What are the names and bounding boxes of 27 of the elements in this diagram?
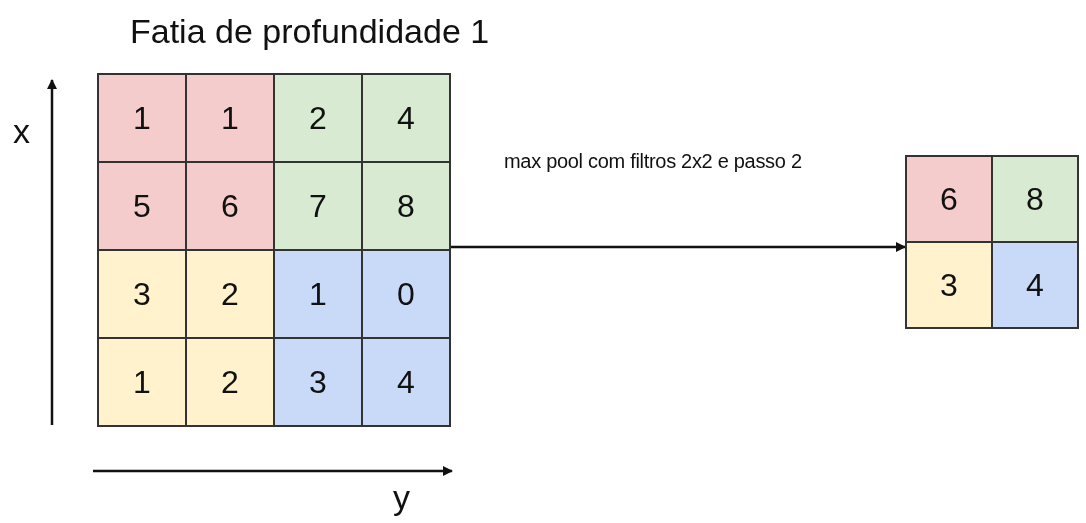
matrix-cell: 4: [362, 338, 450, 426]
matrix-cell: 1: [98, 74, 186, 162]
axis-label: y: [393, 478, 410, 517]
matrix-cell: 6: [906, 156, 992, 242]
matrix-cell: 8: [362, 162, 450, 250]
matrix-cell: 2: [274, 74, 362, 162]
title: Fatia de profundidade 1: [130, 12, 490, 51]
edge-label: max pool com filtros 2x2 e passo 2: [504, 149, 803, 174]
matrix-cell: 1: [98, 338, 186, 426]
axis-label: x: [13, 112, 30, 151]
arrow: [449, 242, 906, 252]
matrix-cell: 8: [992, 156, 1078, 242]
matrix-cell: 0: [362, 250, 450, 338]
matrix-cell: 3: [906, 242, 992, 328]
matrix-cell: 2: [186, 250, 274, 338]
matrix-cell: 6: [186, 162, 274, 250]
matrix-cell: 5: [98, 162, 186, 250]
matrix-cell: 4: [992, 242, 1078, 328]
matrix-cell: 3: [98, 250, 186, 338]
matrix-cell: 7: [274, 162, 362, 250]
matrix-grid: [905, 155, 1079, 329]
matrix-cell: 4: [362, 74, 450, 162]
matrix-cell: 1: [274, 250, 362, 338]
matrix-cell: 3: [274, 338, 362, 426]
matrix-grid: [97, 73, 451, 427]
matrix-cell: 2: [186, 338, 274, 426]
matrix-cell: 1: [186, 74, 274, 162]
